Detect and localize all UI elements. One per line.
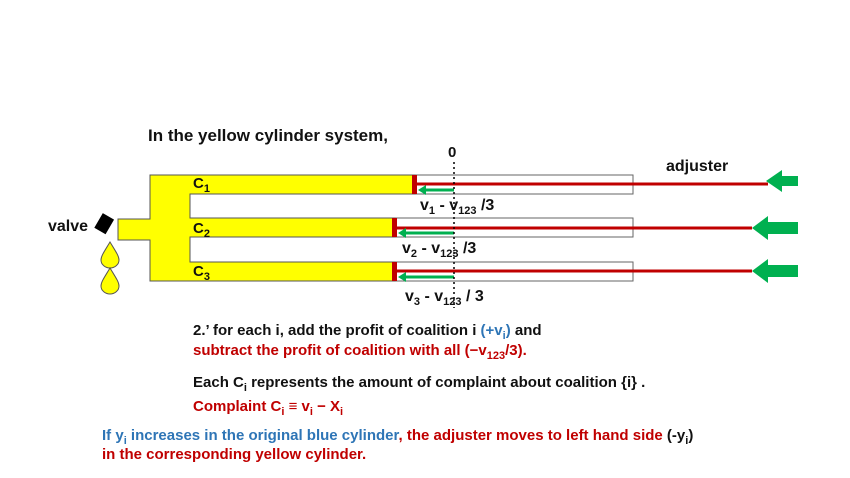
if-line-1: If yi increases in the original blue cyl… bbox=[102, 427, 694, 447]
page-title: In the yellow cylinder system, bbox=[148, 126, 388, 145]
step-line-2: subtract the profit of coalition with al… bbox=[193, 342, 527, 362]
formula-2: v2 - v123 /3 bbox=[402, 240, 477, 260]
green-arrow-3 bbox=[398, 272, 454, 282]
adjuster-arrow-1[interactable] bbox=[766, 170, 798, 192]
step-line-1: 2.’ for each i, add the profit of coalit… bbox=[193, 322, 542, 342]
piston-3 bbox=[392, 262, 397, 281]
formula-3: v3 - v123 / 3 bbox=[405, 288, 484, 308]
complaint-line: Complaint Ci ≡ vi − Xi bbox=[193, 398, 344, 418]
yellow-cylinder-body bbox=[117, 174, 416, 282]
valve-label: valve bbox=[48, 218, 89, 235]
cylinder-label-2: C2 bbox=[193, 220, 210, 240]
adjuster-arrow-2[interactable] bbox=[752, 216, 798, 240]
piston-2 bbox=[392, 218, 397, 237]
each-ci-line: Each Ci represents the amount of complai… bbox=[193, 374, 646, 394]
adjuster-label: adjuster bbox=[666, 158, 729, 175]
adjuster-arrow-3[interactable] bbox=[752, 259, 798, 283]
zero-label: 0 bbox=[448, 144, 457, 161]
if-line-2: in the corresponding yellow cylinder. bbox=[102, 446, 367, 463]
formula-1: v1 - v123 /3 bbox=[420, 197, 495, 217]
green-arrow-1 bbox=[418, 185, 454, 195]
cylinder-label-3: C3 bbox=[193, 263, 210, 283]
drop-icon-2 bbox=[100, 267, 120, 295]
valve-icon[interactable] bbox=[94, 213, 115, 235]
cylinder-label-1: C1 bbox=[193, 175, 210, 195]
drop-icon-1 bbox=[100, 241, 120, 269]
green-arrow-2 bbox=[398, 228, 454, 238]
piston-1 bbox=[412, 175, 417, 194]
